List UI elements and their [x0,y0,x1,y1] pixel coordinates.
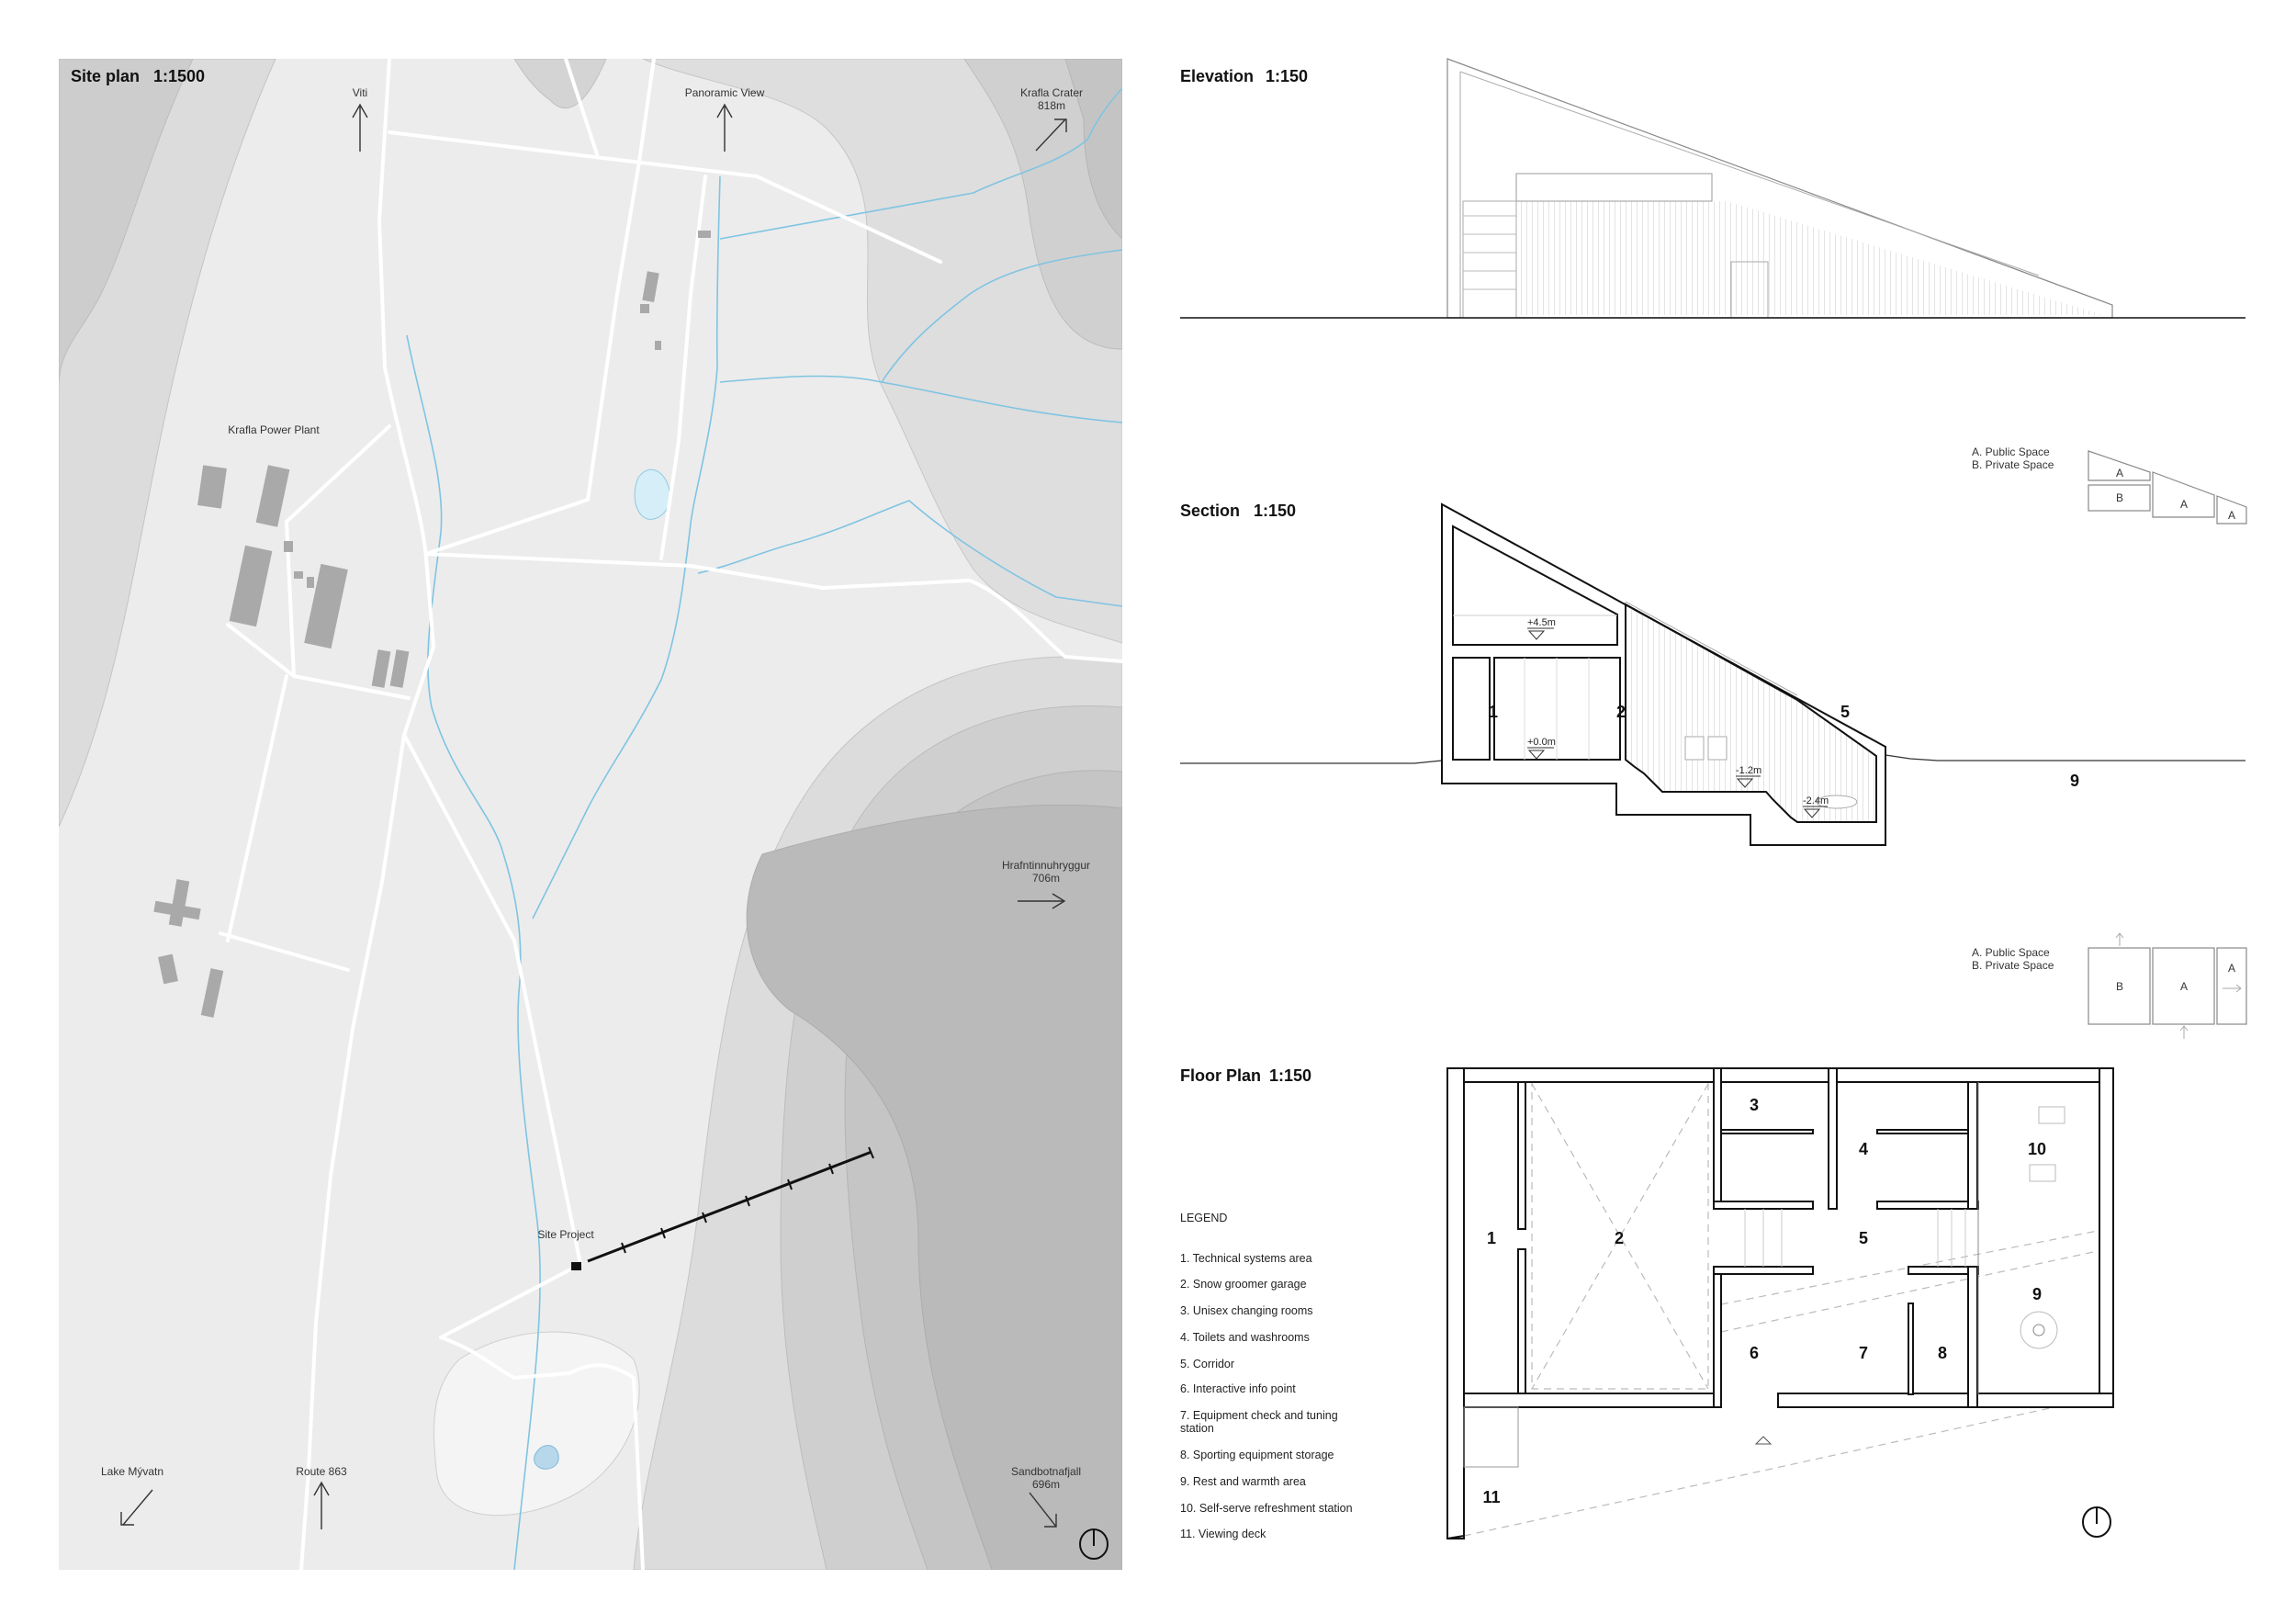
legend-item: 2. Snow groomer garage [1180,1278,1307,1291]
room-number: 10 [2028,1140,2046,1158]
legend-item: 9. Rest and warmth area [1180,1475,1306,1488]
label-lake-myvatn: Lake Mývatn [101,1465,163,1478]
legend-title: LEGEND [1180,1212,1227,1224]
label-route: Route 863 [296,1465,347,1478]
room-number: 7 [1859,1344,1868,1362]
key-private-space: B. Private Space [1972,959,2054,972]
key-block-label: A [2180,980,2188,993]
terrain-contour-right-2 [963,59,1122,350]
label-sandbotnafjall: Sandbotnafjall [1011,1465,1081,1478]
streams [406,87,1122,1570]
arrow-up-right-icon [1035,118,1067,152]
section-space-key: A. Public Space B. Private Space A B A A [1972,445,2247,524]
room-number: 9 [2032,1285,2042,1303]
level-label: -1.2m [1736,765,1761,776]
key-public-space: A. Public Space [1972,445,2050,458]
arrow-up-icon [716,103,733,152]
legend-item: 8. Sporting equipment storage [1180,1449,1334,1461]
key-block-label: A [2228,962,2235,975]
key-block-label: A [2228,509,2235,522]
label-krafla-crater-alt: 818m [1038,99,1065,112]
arrow-right-icon [1018,893,1066,909]
key-public-space: A. Public Space [1972,946,2050,959]
arrow-down-right-icon [1029,1492,1057,1528]
legend: LEGEND 1. Technical systems area 2. Snow… [1180,1212,1353,1540]
terrain-contour-right-1 [642,59,1122,644]
furniture-tables [2029,1106,2065,1182]
legend-item: 6. Interactive info point [1180,1382,1296,1395]
legend-item: 4. Toilets and washrooms [1180,1331,1310,1344]
site-plan-map[interactable]: Site plan 1:1500 Viti Panoramic View Kra… [59,59,1122,1570]
section-scale: 1:150 [1254,502,1296,520]
label-panoramic-view: Panoramic View [685,86,765,99]
legend-item: 10. Self-serve refreshment station [1180,1502,1353,1515]
room-number: 9 [2070,772,2079,790]
terrain-contour-lower-4 [746,805,1122,1570]
room-number: 2 [1616,703,1626,721]
legend-item: 1. Technical systems area [1180,1252,1312,1265]
room-number: 1 [1487,1229,1496,1247]
site-plan-scale: 1:1500 [153,67,205,85]
roads [219,59,1122,1570]
room-number: 3 [1750,1096,1759,1114]
arrow-up-icon [352,103,368,152]
terrain-contour-right-3 [1064,59,1122,240]
room-number: 6 [1750,1344,1759,1362]
north-arrow-icon [2082,1506,2111,1538]
elevation-drawing: Elevation 1:150 [1180,58,2245,319]
label-krafla-power-plant: Krafla Power Plant [228,423,320,436]
section-drawing: Section 1:150 +4.5m +0.0m -1.2m -2.4m 1 … [1180,502,2245,846]
level-label: +4.5m [1527,617,1556,628]
terrain-contour-top [513,59,607,109]
pond-upper [634,468,671,520]
label-viti: Viti [353,86,367,99]
key-block-label: B [2116,491,2123,504]
label-hrafntinnuhryggur: Hrafntinnuhryggur [1002,859,1090,872]
label-hrafntinnuhryggur-alt: 706m [1032,872,1060,885]
level-label: +0.0m [1527,737,1556,748]
room-number: 2 [1615,1229,1624,1247]
floor-plan-scale: 1:150 [1269,1066,1311,1085]
arrow-up-icon [313,1481,330,1529]
legend-item: 3. Unisex changing rooms [1180,1304,1313,1317]
site-project-marker[interactable] [571,1146,874,1270]
direction-arrows [120,103,1067,1529]
key-block-label: A [2180,498,2188,511]
legend-item: 11. Viewing deck [1180,1528,1266,1540]
arrow-down-left-icon [120,1489,153,1526]
pond-lower [534,1445,559,1470]
room-number: 5 [1859,1229,1868,1247]
room-number: 11 [1482,1488,1500,1506]
terrain-hill-lake [433,1331,640,1517]
level-label: -2.4m [1803,795,1829,806]
buildings [153,231,711,1018]
terrain-contour-left-dark [59,59,194,387]
room-number: 8 [1938,1344,1947,1362]
level-markers [1527,627,1828,818]
section-title: Section [1180,502,1240,520]
room-number: 1 [1489,703,1498,721]
legend-item: station [1180,1422,1214,1435]
label-site-project: Site Project [537,1228,594,1241]
elevation-title: Elevation [1180,67,1254,85]
key-private-space: B. Private Space [1972,458,2054,471]
room-number: 5 [1840,703,1850,721]
floor-plan-space-key: A. Public Space B. Private Space B A A [1972,932,2247,1039]
label-sandbotnafjall-alt: 696m [1032,1478,1060,1491]
site-plan-title: Site plan [71,67,140,85]
legend-item: 5. Corridor [1180,1358,1234,1370]
floor-plan-drawing: Floor Plan 1:150 [1180,1066,2114,1539]
legend-item: 7. Equipment check and tuning [1180,1409,1338,1422]
room-number: 4 [1859,1140,1868,1158]
label-krafla-crater: Krafla Crater [1020,86,1083,99]
floor-plan-title: Floor Plan [1180,1066,1261,1085]
north-arrow-icon [1079,1528,1109,1560]
key-block-label: B [2116,980,2123,993]
key-block-label: A [2116,467,2123,479]
elevation-scale: 1:150 [1266,67,1308,85]
